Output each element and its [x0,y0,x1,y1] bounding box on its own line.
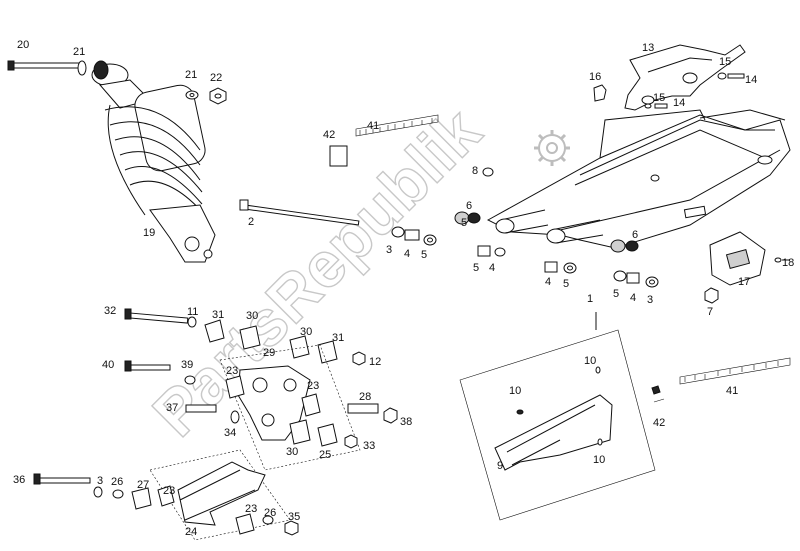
callout-5: 5 [473,262,479,274]
callout-4: 4 [545,276,551,288]
callout-4: 4 [630,292,636,304]
callout-2: 2 [248,216,254,228]
callout-31: 31 [212,309,224,321]
callout-23: 23 [307,380,319,392]
callout-36: 36 [13,474,25,486]
callout-23: 23 [245,503,257,515]
pivot-hardware-left [391,211,506,257]
callout-30: 30 [300,326,312,338]
callout-11: 11 [187,306,198,318]
swingarm [486,109,791,249]
callout-15: 15 [719,56,731,68]
callout-6: 6 [466,200,472,212]
callout-5: 5 [461,217,467,229]
callout-40: 40 [102,359,114,371]
pivot-shaft [239,199,360,226]
callout-19: 19 [143,227,155,239]
callout-5: 5 [613,288,619,300]
callout-22: 22 [210,72,222,84]
pivot-hardware-right [610,239,659,288]
gear-watermark-icon [534,130,570,166]
callout-labels: 20 21 21 22 19 42 41 13 15 14 16 15 14 8… [13,39,794,538]
callout-3: 3 [647,294,653,306]
callout-13: 13 [642,42,654,54]
callout-17: 17 [738,276,750,288]
nut-part [704,287,719,304]
callout-35: 35 [288,511,300,523]
callout-16: 16 [589,71,601,83]
pivot-hardware-center [544,261,577,274]
decal-sheet-bottom [651,357,791,403]
grease-nipple [482,167,494,177]
chain-guide-box [459,329,656,521]
callout-26: 26 [111,476,123,488]
callout-20: 20 [17,39,29,51]
callout-7: 7 [707,306,713,318]
callout-10: 10 [584,355,596,367]
callout-14: 14 [745,74,757,86]
chain-guard [624,44,746,111]
callout-27: 27 [137,479,149,491]
callout-42: 42 [653,417,665,429]
callout-4: 4 [404,248,410,260]
callout-28: 28 [359,391,371,403]
callout-18: 18 [782,257,794,269]
callout-23: 23 [226,365,238,377]
clip-part [593,84,607,102]
linkage-assembly [33,308,398,541]
callout-10: 10 [593,454,605,466]
callout-30: 30 [246,310,258,322]
callout-29: 29 [263,347,275,359]
callout-30: 30 [286,446,298,458]
washer-and-nut [185,87,227,105]
callout-4: 4 [489,262,495,274]
callout-42: 42 [323,129,335,141]
callout-5: 5 [421,249,427,261]
callout-21: 21 [185,69,197,81]
callout-25: 25 [319,449,331,461]
callout-33: 33 [363,440,375,452]
callout-41: 41 [367,120,379,132]
callout-15: 15 [653,92,665,104]
callout-26: 26 [264,507,276,519]
callout-34: 34 [224,427,236,439]
callout-38: 38 [400,416,412,428]
decal-sheet-top [329,114,439,167]
callout-9: 9 [497,460,503,472]
callout-10: 10 [509,385,521,397]
callout-5: 5 [563,278,569,290]
callout-3: 3 [97,475,103,487]
callout-32: 32 [104,305,116,317]
callout-8: 8 [472,165,478,177]
callout-21: 21 [73,46,85,58]
shock-absorber [7,60,216,263]
callout-37: 37 [166,402,178,414]
callout-41: 41 [726,385,738,397]
callout-3: 3 [386,244,392,256]
callout-12: 12 [369,356,381,368]
callout-31: 31 [332,332,344,344]
callout-6: 6 [632,229,638,241]
screws-upper [644,72,745,109]
callout-24: 24 [185,526,197,538]
callout-23: 23 [163,485,175,497]
chain-slider-block [709,231,790,286]
callout-14: 14 [673,97,685,109]
callout-1: 1 [587,293,593,305]
callout-39: 39 [181,359,193,371]
